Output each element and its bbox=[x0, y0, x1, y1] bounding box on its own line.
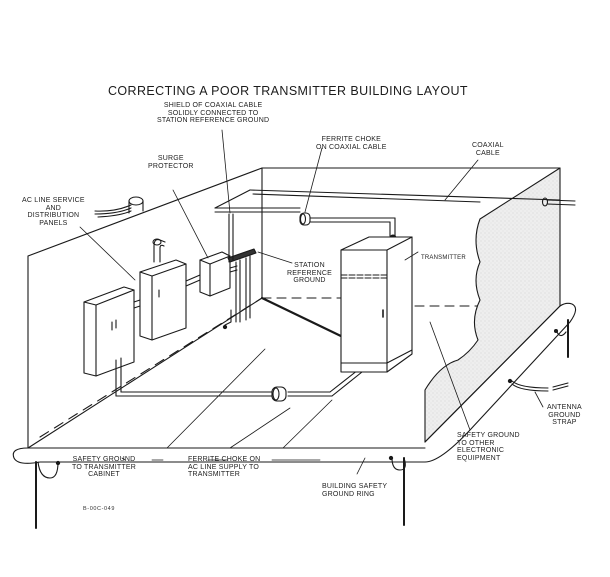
label-transmitter: TRANSMITTER bbox=[421, 255, 466, 261]
distribution-panel-2[interactable] bbox=[139, 238, 187, 341]
building-safety-ground-ring[interactable] bbox=[12, 302, 577, 529]
label-ac-line-service: AC LINE SERVICE AND DISTRIBUTION PANELS bbox=[22, 197, 85, 227]
ac-supply-conduit bbox=[115, 369, 363, 397]
drawing-code: B-00C-049 bbox=[83, 506, 115, 512]
label-ferrite-choke-coax: FERRITE CHOKE ON COAXIAL CABLE bbox=[316, 136, 387, 151]
label-safety-ground-cabinet: SAFETY GROUND TO TRANSMITTER CABINET bbox=[72, 456, 136, 478]
diagram-title: CORRECTING A POOR TRANSMITTER BUILDING L… bbox=[108, 84, 468, 98]
ferrite-choke-ac bbox=[271, 386, 287, 402]
label-coax-shield: SHIELD OF COAXIAL CABLE SOLIDLY CONNECTE… bbox=[157, 102, 270, 124]
label-building-safety-ground-ring: BUILDING SAFETY GROUND RING bbox=[322, 483, 388, 498]
leader-lines bbox=[79, 129, 544, 475]
label-coaxial-cable: COAXIAL CABLE bbox=[472, 142, 504, 157]
label-surge-protector: SURGE PROTECTOR bbox=[148, 155, 194, 170]
ferrite-choke-coax bbox=[299, 212, 311, 226]
label-antenna-ground-strap: ANTENNA GROUND STRAP bbox=[547, 404, 582, 426]
label-station-reference-ground: STATION REFERENCE GROUND bbox=[287, 262, 332, 284]
label-safety-ground-other: SAFETY GROUND TO OTHER ELECTRONIC EQUIPM… bbox=[457, 432, 520, 462]
distribution-panel-1[interactable] bbox=[83, 286, 135, 397]
antenna-ground-strap bbox=[507, 378, 569, 392]
station-reference-ground-bar[interactable] bbox=[222, 213, 257, 330]
label-ferrite-choke-ac: FERRITE CHOKE ON AC LINE SUPPLY TO TRANS… bbox=[188, 456, 261, 478]
conduit bbox=[133, 274, 201, 309]
ac-service-entrance bbox=[94, 196, 144, 218]
transmitter-cabinet[interactable] bbox=[340, 236, 413, 373]
floor-outline bbox=[27, 296, 561, 449]
right-wall-cutaway bbox=[424, 167, 561, 443]
